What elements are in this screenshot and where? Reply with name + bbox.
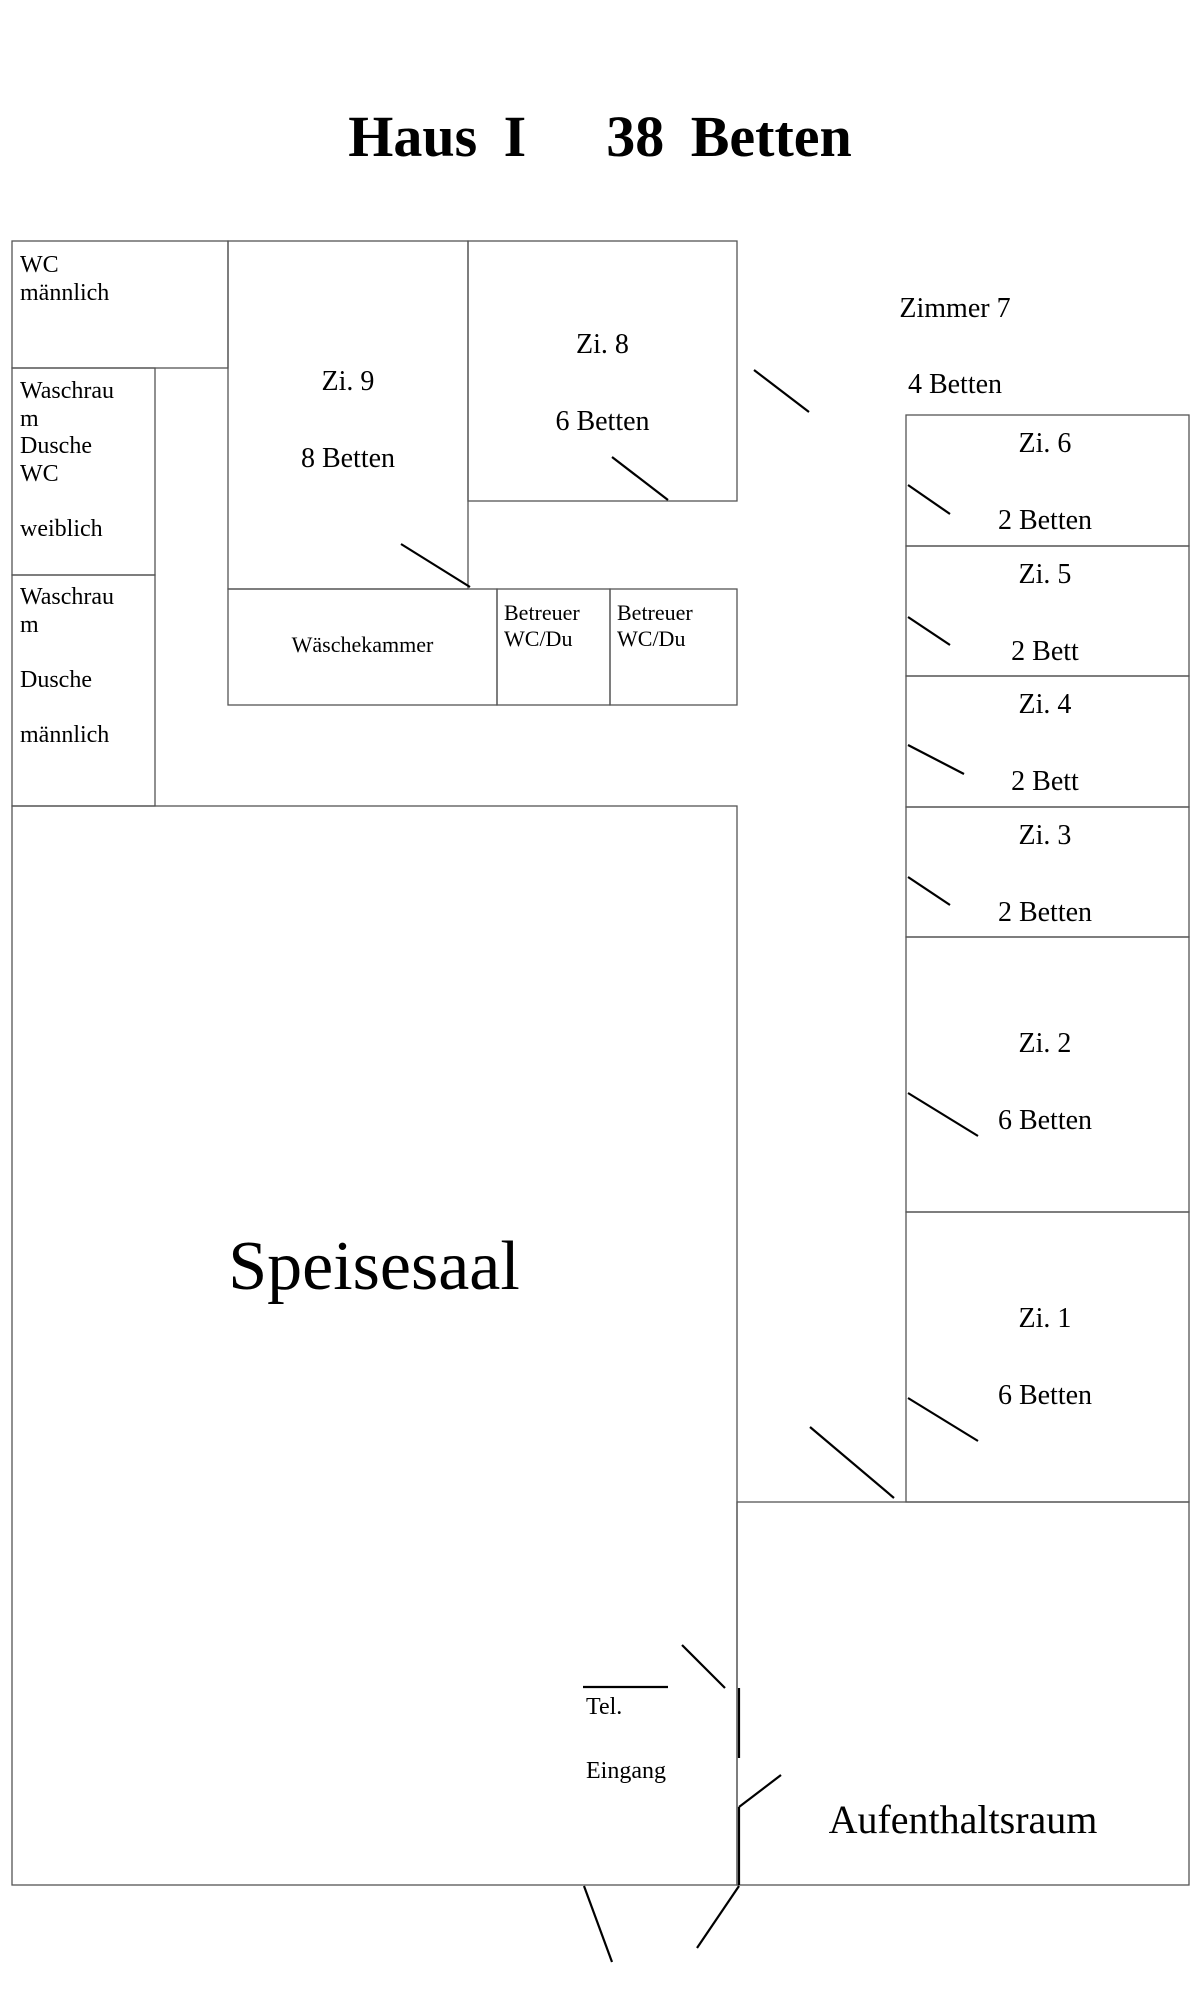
- room-zi8-beds: 6 Betten: [555, 406, 650, 437]
- room-walls: [11, 240, 1190, 1886]
- room-zi5-name: Zi. 5: [1018, 559, 1072, 590]
- door-zi1: [907, 1397, 979, 1442]
- door-swings: [400, 369, 979, 1963]
- wall-zi8: [467, 240, 738, 502]
- label-eingang: Eingang: [586, 1758, 666, 1784]
- room-betreuer-1: Betreuer WC/Du: [504, 600, 580, 652]
- label-tel: Tel.: [586, 1694, 623, 1720]
- title-beds: 38 Betten: [606, 104, 852, 169]
- wall-speisesaal: [11, 805, 738, 1886]
- door-zi2: [907, 1092, 979, 1137]
- entrance-door-left: [582, 1885, 614, 1963]
- door-aufenthalt: [738, 1774, 782, 1808]
- page-title: Haus I 38 Betten: [0, 50, 1200, 166]
- wall-betreuer-2: [609, 588, 738, 706]
- room-waeschekammer: Wäschekammer: [291, 632, 434, 657]
- door-zi3: [907, 876, 951, 906]
- door-speisesaal: [681, 1644, 726, 1689]
- wall-zi9: [227, 240, 469, 590]
- room-zi2-name: Zi. 2: [1018, 1028, 1072, 1059]
- room-zi4-beds: 2 Bett: [1011, 766, 1079, 797]
- room-waschraum-maennlich: Waschrau m Dusche männlich: [20, 584, 115, 748]
- door-zi6: [907, 484, 951, 515]
- room-speisesaal: Speisesaal: [228, 1228, 520, 1305]
- wall-zi1: [905, 1211, 1190, 1503]
- room-zi9-name: Zi. 9: [321, 366, 375, 397]
- room-zi3-beds: 2 Betten: [997, 897, 1093, 928]
- door-zi4: [907, 744, 965, 775]
- room-zimmer7-beds: 4 Betten: [907, 369, 1003, 400]
- door-zi9: [400, 543, 471, 588]
- room-zi8-name: Zi. 8: [576, 329, 629, 360]
- room-zi1-beds: 6 Betten: [997, 1380, 1093, 1411]
- room-zi4-name: Zi. 4: [1018, 689, 1072, 720]
- room-betreuer-2: Betreuer WC/Du: [617, 600, 693, 652]
- room-zi3-name: Zi. 3: [1018, 820, 1072, 851]
- room-zi9-beds: 8 Betten: [300, 443, 396, 474]
- room-zimmer7-name: Zimmer 7: [899, 293, 1011, 324]
- door-zi8: [611, 456, 669, 501]
- room-zi2-beds: 6 Betten: [997, 1105, 1093, 1136]
- room-zi5-beds: 2 Bett: [1011, 636, 1079, 667]
- room-aufenthaltsraum: Aufenthaltsraum: [828, 1797, 1098, 1842]
- door-corridor: [809, 1426, 895, 1499]
- title-house: Haus I: [348, 104, 527, 169]
- room-zi6-beds: 2 Betten: [997, 505, 1093, 536]
- room-zi6-name: Zi. 6: [1018, 428, 1072, 459]
- room-wc-maennlich: WC männlich: [20, 252, 110, 306]
- room-waschraum-weiblich: Waschrau m Dusche WC weiblich: [20, 378, 115, 542]
- room-zi1-name: Zi. 1: [1018, 1303, 1072, 1334]
- door-zimmer7: [753, 369, 810, 413]
- entrance-door-right: [696, 1885, 740, 1949]
- door-zi5: [907, 616, 951, 646]
- wall-aufenthaltsraum: [736, 1501, 1190, 1886]
- wall-zi2: [905, 936, 1190, 1213]
